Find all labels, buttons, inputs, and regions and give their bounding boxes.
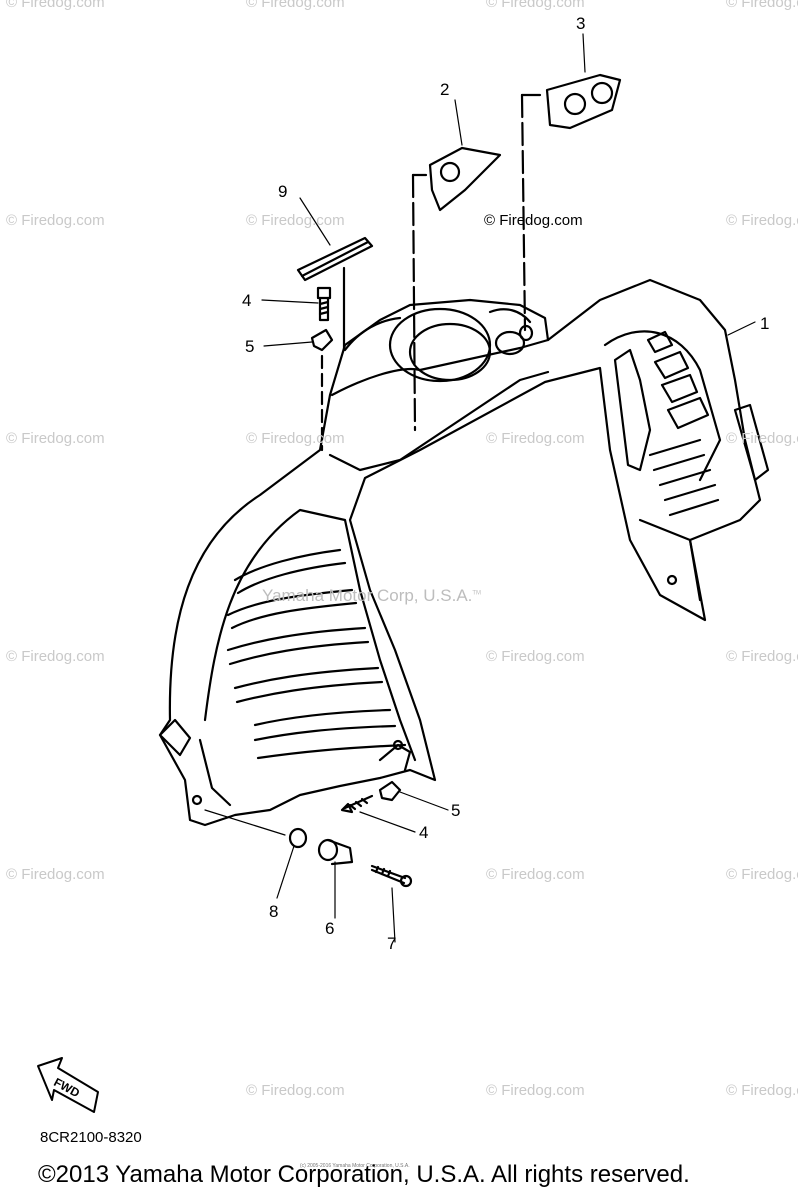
watermark: © Firedog.com	[486, 0, 585, 11]
watermark: © Firedog.com	[726, 0, 798, 11]
watermark: © Firedog.com	[486, 648, 585, 665]
nut-part-5-lower	[378, 780, 402, 802]
callout-2: 2	[440, 80, 450, 99]
watermark: © Firedog.com	[486, 430, 585, 447]
watermark: © Firedog.com	[6, 430, 105, 447]
callout-4-lower: 4	[419, 823, 429, 842]
callout-5-top: 5	[245, 337, 255, 356]
watermark: © Firedog.com	[6, 648, 105, 665]
front-shroud	[158, 278, 770, 827]
plate-part-3	[520, 73, 622, 332]
tiny-credit: (c) 2005-2016 Yamaha Motor Corporation, …	[300, 1163, 410, 1169]
bolt-part-4-lower	[340, 794, 374, 814]
callout-9: 9	[278, 182, 288, 201]
watermark: © Firedog.com	[246, 1082, 345, 1099]
washer-part-8	[288, 827, 308, 849]
callout-3: 3	[576, 14, 586, 33]
watermark: © Firedog.com	[726, 866, 798, 883]
watermark: © Firedog.com	[6, 0, 105, 11]
callout-5-lower: 5	[451, 801, 461, 820]
watermark: © Firedog.com	[726, 212, 798, 229]
callout-6: 6	[325, 919, 335, 938]
strip-part-9	[296, 236, 374, 352]
bracket-part-2	[411, 146, 502, 432]
callout-4-top: 4	[242, 291, 252, 310]
part-code: 8CR2100-8320	[40, 1129, 142, 1146]
watermark: © Firedog.com	[246, 0, 345, 11]
copyright: ©2013 Yamaha Motor Corporation, U.S.A. A…	[38, 1161, 690, 1188]
nut-part-5-top	[310, 328, 334, 452]
watermark: © Firedog.com	[6, 212, 105, 229]
watermark: © Firedog.com	[726, 430, 798, 447]
watermark: © Firedog.com	[246, 430, 345, 447]
watermark: © Firedog.com	[726, 648, 798, 665]
watermark: © Firedog.com	[726, 1082, 798, 1099]
watermark: © Firedog.com	[6, 866, 105, 883]
screw-part-7	[370, 864, 413, 888]
watermark: © Firedog.com	[486, 1082, 585, 1099]
watermark: © Firedog.com	[246, 212, 345, 229]
leader-lines	[204, 33, 756, 943]
bolt-part-4-top	[316, 286, 332, 322]
grommet-part-6	[317, 838, 354, 866]
callout-8: 8	[269, 902, 279, 921]
callout-1: 1	[760, 314, 770, 333]
fwd-arrow-icon	[37, 1057, 99, 1113]
watermark: © Firedog.com	[486, 866, 585, 883]
center-watermark: Yamaha Motor Corp, U.S.A.TM	[262, 586, 482, 605]
crisp-watermark: © Firedog.com	[484, 212, 583, 229]
callout-7: 7	[387, 934, 397, 953]
